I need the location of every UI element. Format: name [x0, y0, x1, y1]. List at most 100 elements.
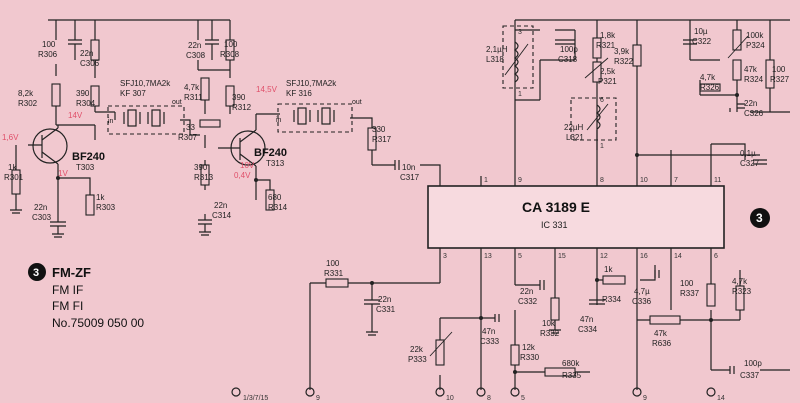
r312-ref: R312 [232, 103, 252, 112]
r321-ref: R321 [596, 41, 616, 50]
r301-value: 1k [8, 163, 17, 172]
c314-value: 22n [214, 201, 227, 210]
r302-value: 8,2k [18, 89, 34, 98]
r322-value: 3,9k [614, 47, 630, 56]
p324-ref: P324 [746, 41, 765, 50]
r334-value: 1k [604, 265, 613, 274]
c334-ref: C334 [578, 325, 598, 334]
t303-value: BF240 [72, 151, 105, 163]
l321-value: 22µH [564, 123, 584, 132]
ic-pin-6: 6 [714, 253, 718, 260]
ic-pin-13: 13 [484, 253, 492, 260]
c337-value: 100p [744, 359, 762, 368]
r323-ref: R323 [732, 287, 752, 296]
p333-value: 22k [410, 345, 424, 354]
r302-ref: R302 [18, 99, 38, 108]
ic-pin-10: 10 [640, 177, 648, 184]
section-badge-circle [750, 208, 770, 228]
connector-labels: 1/3/7/15 9 10 8 5 9 14 [243, 395, 725, 402]
c327-value: 0,1µ [740, 149, 756, 158]
c306-ref: C306 [80, 59, 100, 68]
component-labels: 100 R306 22n C306 8,2k R302 390 R304 SFJ… [4, 27, 790, 380]
c314-ref: C314 [212, 211, 232, 220]
r337-value: 100 [680, 279, 694, 288]
l318-pin-3: 3 [518, 29, 522, 36]
ic-pin-8: 8 [600, 177, 604, 184]
c326-value: 22n [744, 99, 757, 108]
coil-symbols [429, 35, 749, 357]
connector-9a: 9 [316, 395, 320, 402]
connector-5: 5 [521, 395, 525, 402]
c336-value: 4,7µ [634, 287, 650, 296]
voltage-annotations: 1,6V 14V 1V 14,5V 10V 0,4V [2, 85, 278, 180]
voltage-5: 10V [240, 161, 255, 170]
ic-pin-15: 15 [558, 253, 566, 260]
title-line-2: FM IF [52, 283, 83, 297]
ic-ref-label: IC 331 [541, 220, 568, 230]
c334-value: 47n [580, 315, 593, 324]
title-number: No.75009 050 00 [52, 316, 144, 330]
t313-value: BF240 [254, 147, 287, 159]
c333-value: 47n [482, 327, 495, 336]
r324-value: 47k [744, 65, 758, 74]
c317-value: 10n [402, 163, 415, 172]
kf316-value: SFJ10,7MA2k [286, 79, 337, 88]
connector-9b: 9 [643, 395, 647, 402]
ground-symbols [10, 209, 561, 336]
r307-value: 33 [186, 123, 195, 132]
c303-ref: C303 [32, 213, 52, 222]
l321-ref: L321 [566, 133, 584, 142]
c332-value: 22n [520, 287, 533, 296]
l318-ref: L318 [486, 55, 504, 64]
kf316-ref: KF 316 [286, 89, 312, 98]
r636-value: 47k [654, 329, 668, 338]
transistor-symbols [32, 128, 266, 166]
r311-value: 4,7k [184, 83, 200, 92]
r311-ref: R311 [184, 93, 203, 102]
kf316-out: out [352, 99, 362, 106]
r331-value: 100 [326, 259, 340, 268]
ic-pin-11: 11 [714, 177, 721, 184]
t313-ref: T313 [266, 159, 285, 168]
r330-value: 12k [522, 343, 536, 352]
r335-value: 680k [562, 359, 580, 368]
r335-ref: R335 [562, 371, 582, 380]
ic-pin-16: 16 [640, 253, 648, 260]
ic-pin-labels: 1 9 8 10 7 11 3 13 5 15 12 16 14 6 [443, 177, 721, 260]
p321-ref: P321 [598, 77, 617, 86]
c308-value: 22n [188, 41, 201, 50]
r314-value: 680 [268, 193, 282, 202]
c308-ref: C308 [186, 51, 206, 60]
kf316-in: in [276, 117, 282, 124]
r314-ref: R314 [268, 203, 288, 212]
r306-ref: R306 [38, 50, 58, 59]
capacitor-symbols [50, 20, 767, 374]
r304-value: 390 [76, 89, 90, 98]
l318-value: 2,1µH [486, 45, 508, 54]
r330-ref: R330 [520, 353, 540, 362]
title-block: 3 FM-ZF FM IF FM FI No.75009 050 00 [28, 263, 144, 330]
title-badge-text: 3 [33, 267, 39, 279]
r306-value: 100 [42, 40, 56, 49]
ic-pin-7: 7 [674, 177, 678, 184]
r337-ref: R337 [680, 289, 700, 298]
r303-ref: R303 [96, 203, 116, 212]
c332-ref: C332 [518, 297, 538, 306]
voltage-4: 14,5V [256, 85, 278, 94]
kf307-out: out [172, 99, 182, 106]
r308-value: 100 [224, 40, 238, 49]
voltage-1: 1,6V [2, 133, 19, 142]
r327-value: 100 [772, 65, 786, 74]
ic-pin-12: 12 [600, 253, 608, 260]
kf307-in: in [108, 118, 114, 125]
coil-pin-labels: 3 1 6 1 [518, 29, 604, 150]
r324-ref: R324 [744, 75, 764, 84]
voltage-3: 1V [58, 169, 68, 178]
r332-ref: R332 [540, 329, 560, 338]
r636-ref: R636 [652, 339, 672, 348]
c318-value: 100p [560, 45, 578, 54]
r334-ref: R334 [602, 295, 622, 304]
p321-value: 2,5k [600, 67, 616, 76]
title-badge-circle [28, 263, 46, 281]
